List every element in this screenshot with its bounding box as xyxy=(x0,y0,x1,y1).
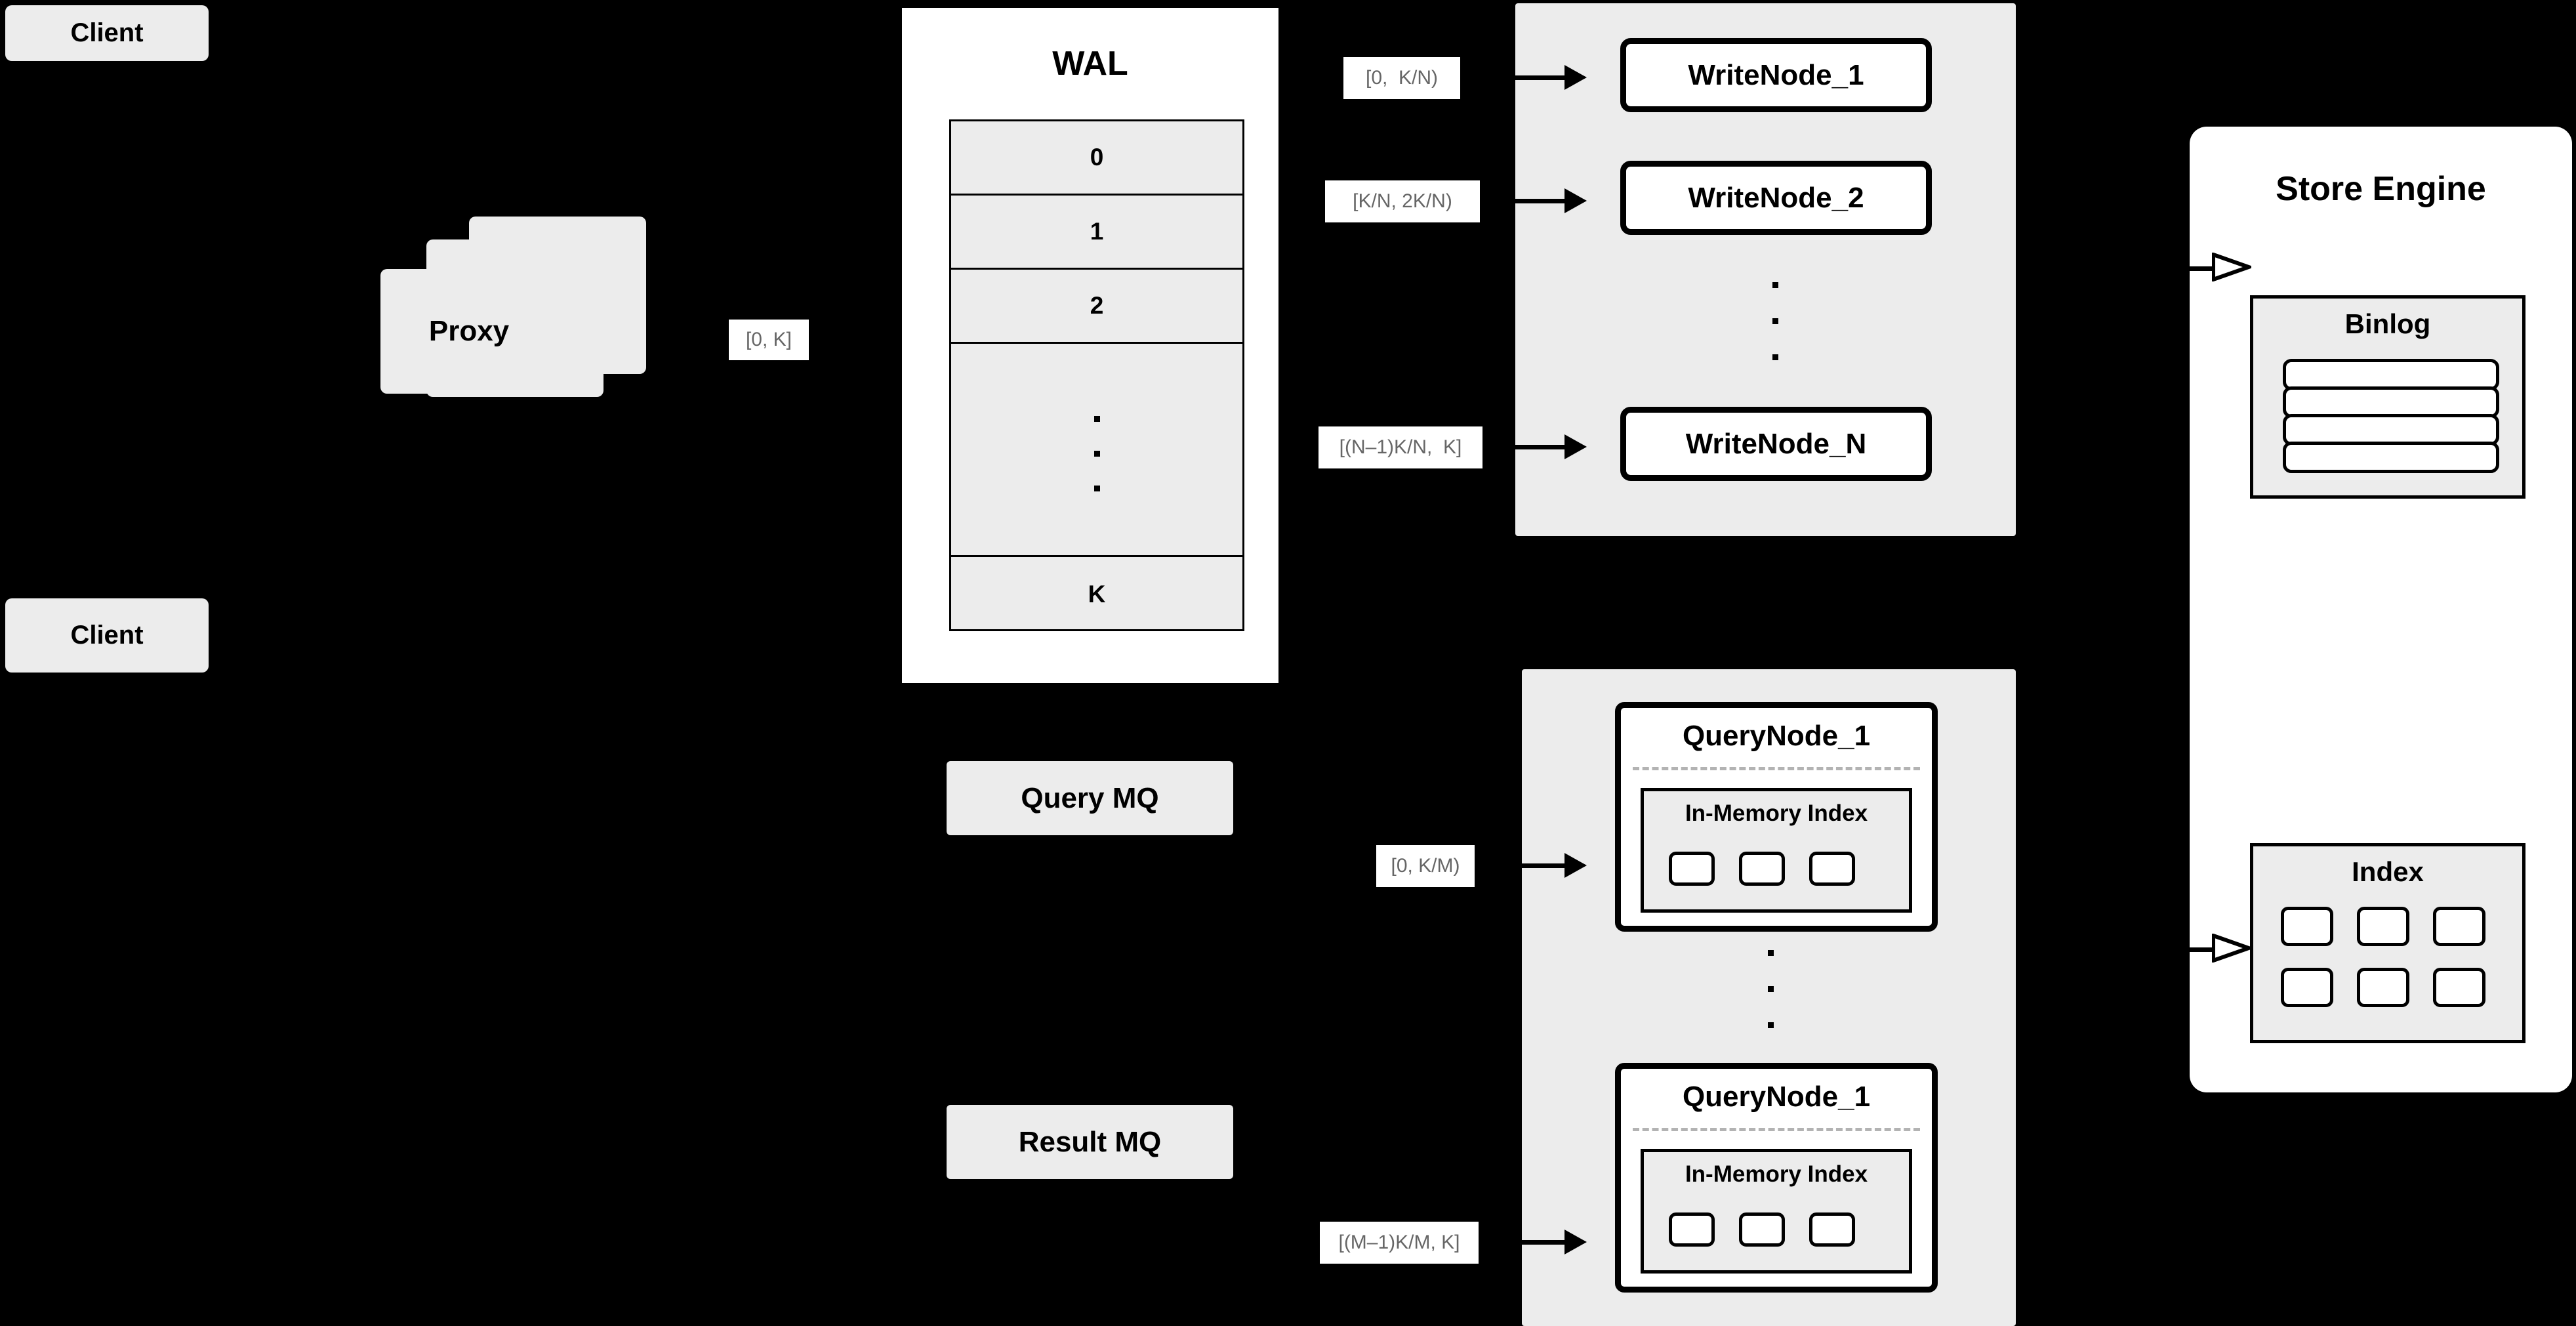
arrow-head-querynode-1 xyxy=(1564,853,1587,878)
binlog-segment xyxy=(2283,386,2499,418)
query-mq-label: Query MQ xyxy=(1021,781,1159,814)
client-label: Client xyxy=(70,18,144,47)
vertical-ellipsis-icon-writenodes xyxy=(1772,282,1778,361)
index-cell xyxy=(2281,968,2333,1007)
proxy-label: Proxy xyxy=(428,315,510,347)
write-node-label: WriteNode_1 xyxy=(1688,58,1864,91)
range-label-writenode-1: [0, K/N) xyxy=(1343,57,1460,99)
range-value: [(M–1)K/M, K] xyxy=(1338,1232,1460,1253)
store-engine-panel: Store Engine Binlog Index xyxy=(2190,127,2572,1092)
query-mq-box[interactable]: Query MQ xyxy=(947,761,1233,835)
arrow-head-writenode-1 xyxy=(1564,65,1587,90)
wal-row-k: K xyxy=(951,557,1242,631)
wal-row-label: 2 xyxy=(1090,292,1104,319)
write-node-n[interactable]: WriteNode_N xyxy=(1620,407,1932,481)
arrow-head-querynode-m xyxy=(1564,1230,1587,1254)
wal-row-label: 1 xyxy=(1090,218,1104,245)
in-memory-index-box-1: In-Memory Index xyxy=(1641,788,1912,913)
query-node-2[interactable]: QueryNode_1 In-Memory Index xyxy=(1615,1063,1938,1293)
binlog-segment xyxy=(2283,359,2499,390)
range-label-querynode-1: [0, K/M) xyxy=(1376,845,1475,887)
range-value: [(N–1)K/N, K] xyxy=(1339,436,1462,458)
index-cell xyxy=(1809,1212,1855,1247)
query-node-separator xyxy=(1633,1128,1920,1131)
write-node-label: WriteNode_N xyxy=(1685,427,1867,460)
write-node-2[interactable]: WriteNode_2 xyxy=(1620,161,1932,235)
wal-row-ellipsis xyxy=(951,344,1242,557)
store-engine-title: Store Engine xyxy=(2276,170,2486,208)
arrow-line-querynode-m xyxy=(1488,1240,1564,1245)
index-cell xyxy=(2433,968,2485,1007)
arrow-line-writenode-1 xyxy=(1469,75,1564,80)
index-cell xyxy=(1669,852,1715,886)
query-node-1[interactable]: QueryNode_1 In-Memory Index xyxy=(1615,702,1938,932)
proxy-stack[interactable]: Proxy xyxy=(380,217,669,426)
vertical-ellipsis-icon-querynodes xyxy=(1768,950,1774,1029)
write-node-label: WriteNode_2 xyxy=(1688,181,1864,214)
vertical-ellipsis-icon xyxy=(1094,416,1100,491)
result-mq-box[interactable]: Result MQ xyxy=(947,1105,1233,1179)
client-label: Client xyxy=(70,621,144,650)
client-box-2[interactable]: Client xyxy=(5,598,209,673)
index-cell xyxy=(1739,1212,1785,1247)
range-value: [0, K/N) xyxy=(1365,67,1439,89)
arrow-line-writenode-n xyxy=(1490,445,1564,449)
index-cell xyxy=(2281,907,2333,946)
index-box: Index xyxy=(2250,843,2525,1043)
binlog-box: Binlog xyxy=(2250,295,2525,499)
arrow-line-store-binlog xyxy=(2184,266,2213,271)
arrow-line-writenode-2 xyxy=(1489,199,1564,203)
range-label-querynode-m: [(M–1)K/M, K] xyxy=(1320,1222,1479,1264)
index-title: Index xyxy=(2352,856,2424,887)
index-cell xyxy=(2357,907,2409,946)
range-value: [0, K/M) xyxy=(1391,855,1460,877)
client-box-1[interactable]: Client xyxy=(5,5,209,61)
index-cell xyxy=(1669,1212,1715,1247)
in-memory-index-title: In-Memory Index xyxy=(1685,800,1868,826)
query-node-separator xyxy=(1633,767,1920,770)
wal-row-1: 1 xyxy=(951,196,1242,270)
query-node-label: QueryNode_1 xyxy=(1682,720,1871,752)
range-label-proxy-out: [0, K] xyxy=(729,320,809,360)
arrow-line-querynode-1 xyxy=(1488,863,1564,868)
wal-row-2: 2 xyxy=(951,270,1242,344)
arrow-head-writenode-n xyxy=(1564,434,1587,459)
in-memory-index-box-2: In-Memory Index xyxy=(1641,1149,1912,1274)
binlog-segment xyxy=(2283,442,2499,473)
proxy-front-box[interactable]: Proxy xyxy=(380,269,558,394)
index-cell xyxy=(1809,852,1855,886)
wal-panel: WAL 0 1 2 K xyxy=(897,3,1283,688)
range-value: [K/N, 2K/N) xyxy=(1353,190,1452,212)
write-node-1[interactable]: WriteNode_1 xyxy=(1620,38,1932,112)
range-label-writenode-n: [(N–1)K/N, K] xyxy=(1319,426,1482,468)
range-value: [0, K] xyxy=(745,329,792,350)
wal-row-label: K xyxy=(1088,580,1106,608)
query-node-label: QueryNode_1 xyxy=(1682,1081,1871,1113)
result-mq-label: Result MQ xyxy=(1018,1125,1162,1158)
range-label-writenode-2: [K/N, 2K/N) xyxy=(1325,180,1480,222)
in-memory-index-title: In-Memory Index xyxy=(1685,1161,1868,1187)
wal-row-0: 0 xyxy=(951,121,1242,196)
arrow-line-store-index xyxy=(2184,947,2213,952)
index-cell xyxy=(2433,907,2485,946)
binlog-title: Binlog xyxy=(2344,308,2431,339)
wal-row-label: 0 xyxy=(1090,144,1104,171)
wal-title: WAL xyxy=(1052,45,1128,83)
index-cell xyxy=(2357,968,2409,1007)
index-cell xyxy=(1739,852,1785,886)
arrow-head-writenode-2 xyxy=(1564,188,1587,213)
wal-table: 0 1 2 K xyxy=(949,119,1244,631)
binlog-segment xyxy=(2283,414,2499,445)
